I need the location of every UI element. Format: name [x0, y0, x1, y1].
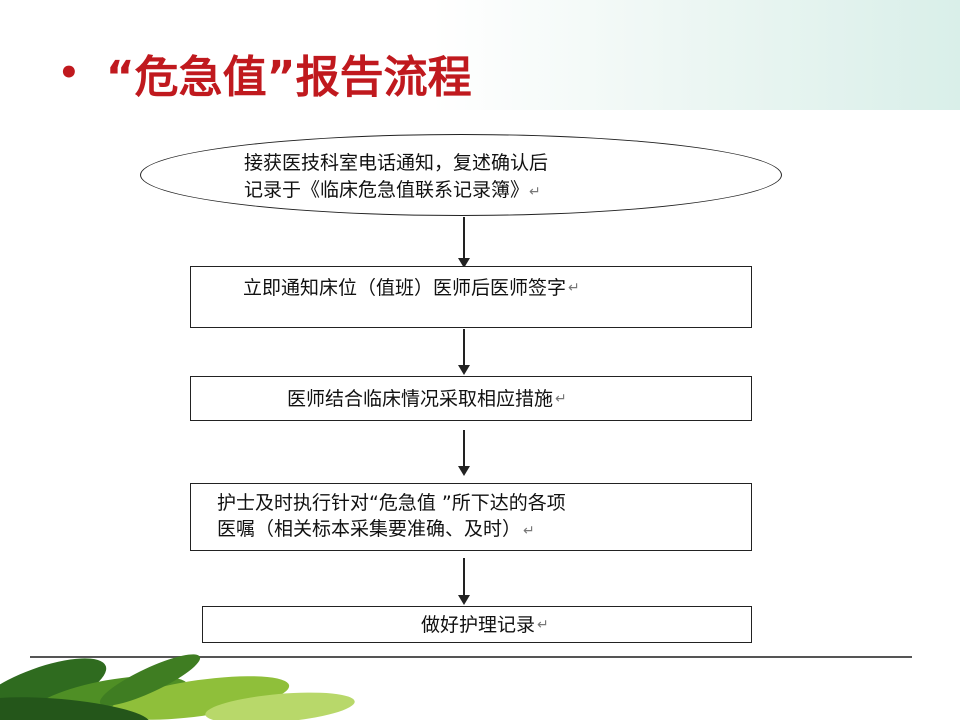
flow-step-nursing-record: 做好护理记录↵ [202, 606, 752, 643]
flow-step-nurse-execute-line1: 护士及时执行针对“危急值 ”所下达的各项 [217, 492, 566, 514]
flow-start-line1: 接获医技科室电话通知，复述确认后 [244, 152, 549, 174]
return-mark-icon: ↵ [555, 390, 567, 407]
flow-arrow-1 [458, 217, 470, 268]
flow-arrow-4 [458, 558, 470, 605]
flow-arrow-3 [458, 430, 470, 476]
title-bullet: • [58, 53, 80, 93]
return-mark-icon: ↵ [537, 616, 549, 633]
leaf-decoration-icon [0, 654, 355, 720]
flow-step-nursing-record-text: 做好护理记录 [421, 613, 536, 636]
return-mark-icon: ↵ [568, 280, 580, 296]
header-gradient-band [0, 0, 960, 110]
flow-start-ellipse [140, 134, 782, 216]
flow-step-notify-doctor: 立即通知床位（值班）医师后医师签字↵ [190, 266, 752, 328]
flow-step-doctor-measures-text: 医师结合临床情况采取相应措施 [287, 387, 554, 410]
slide-title: • “危急值”报告流程 [58, 38, 472, 108]
return-mark-icon: ↵ [523, 523, 535, 539]
flow-step-notify-doctor-text: 立即通知床位（值班）医师后医师签字 [243, 277, 567, 299]
flow-step-nurse-execute-line2: 医嘱（相关标本采集要准确、及时） [217, 518, 522, 540]
flow-step-nurse-execute: 护士及时执行针对“危急值 ”所下达的各项 医嘱（相关标本采集要准确、及时）↵ [190, 483, 752, 551]
footer-divider [30, 656, 912, 658]
flow-step-doctor-measures: 医师结合临床情况采取相应措施↵ [190, 376, 752, 421]
return-mark-icon: ↵ [529, 184, 541, 200]
flow-start-text: 接获医技科室电话通知，复述确认后 记录于《临床危急值联系记录簿》↵ [244, 150, 724, 206]
flow-arrow-2 [458, 329, 470, 375]
flow-start-line2: 记录于《临床危急值联系记录簿》 [244, 179, 530, 201]
title-text: “危急值”报告流程 [105, 52, 472, 103]
